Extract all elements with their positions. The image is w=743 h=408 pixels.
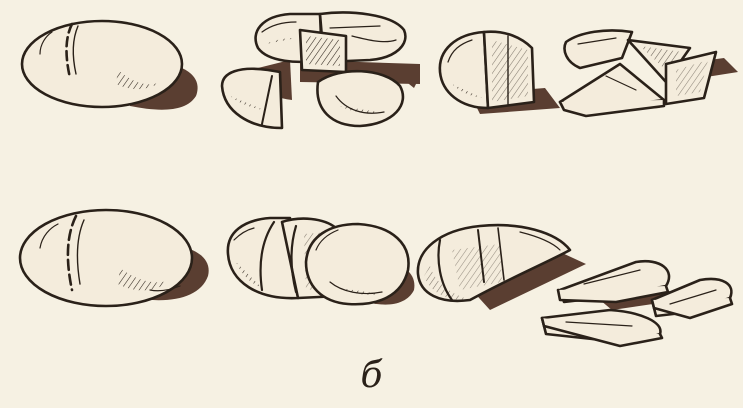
flat-slices (542, 261, 732, 346)
loaf-cut-in-halves (228, 218, 415, 305)
figure-caption: б (0, 356, 743, 396)
top-row (22, 13, 738, 128)
quarter-piece (440, 32, 560, 114)
quartered-loaf (222, 13, 420, 128)
whole-loaf-top (22, 21, 198, 110)
triangular-slices (560, 30, 738, 116)
whole-loaf-bottom (20, 210, 209, 306)
bottom-row (20, 210, 732, 346)
